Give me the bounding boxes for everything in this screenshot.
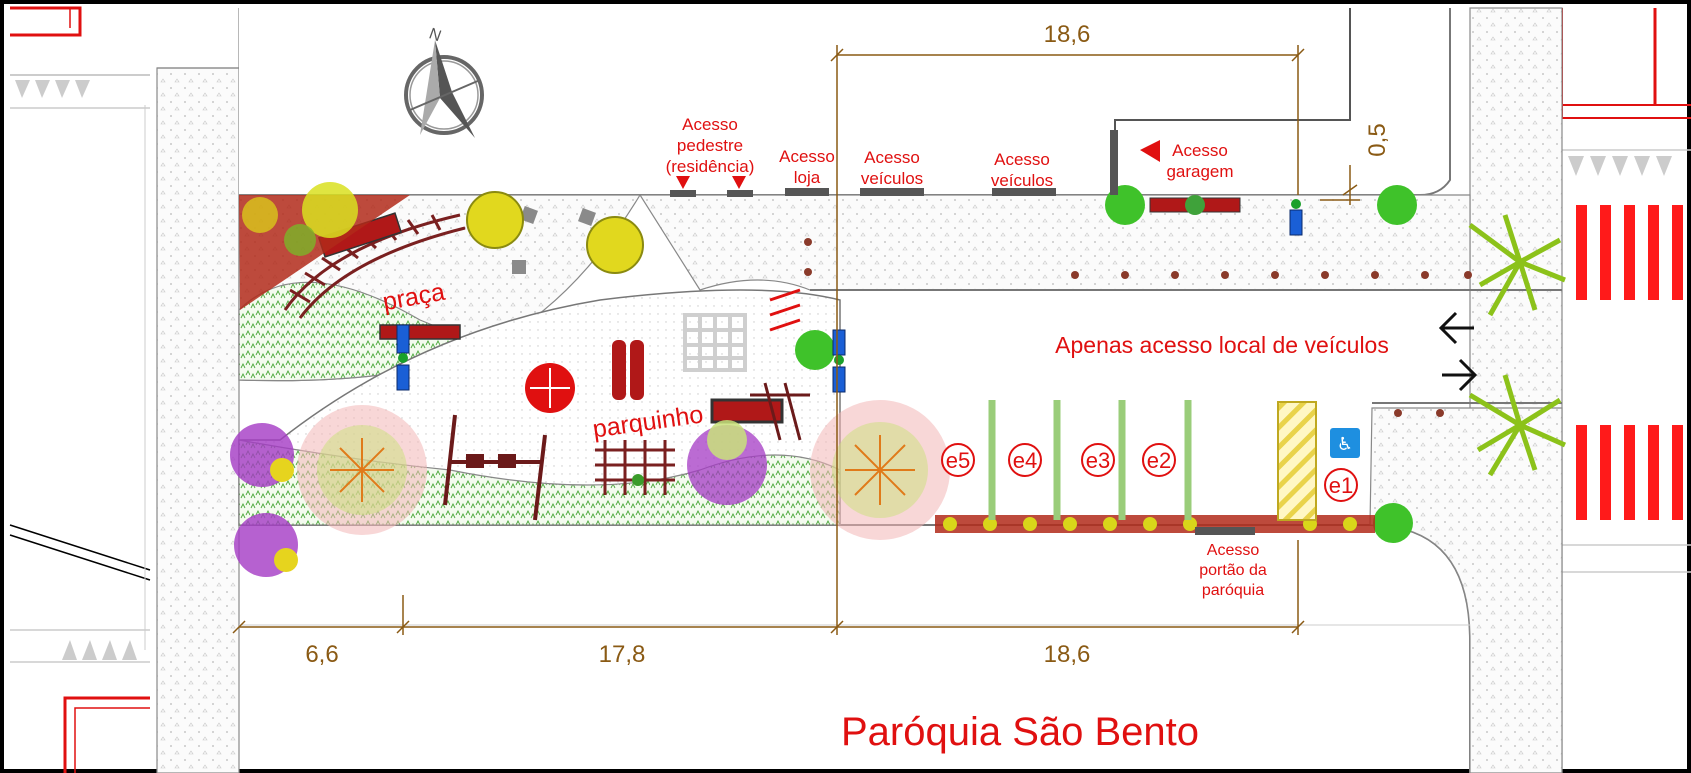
svg-text:Acesso: Acesso	[779, 147, 835, 166]
hedge-row-icon	[935, 515, 1375, 533]
dim-bottom-left: 6,6	[305, 641, 338, 668]
svg-text:Acesso: Acesso	[864, 148, 920, 167]
svg-text:portão da: portão da	[1199, 562, 1267, 579]
bench-garagem	[1149, 195, 1241, 215]
seesaw-icon	[710, 382, 810, 441]
shrub-icon	[586, 216, 644, 274]
label-paroquia: Paróquia São Bento	[841, 710, 1199, 754]
north-arrow-icon	[404, 40, 484, 138]
pedestrian-access-marker-icon	[732, 176, 746, 189]
arrow-left-icon	[1438, 311, 1474, 345]
svg-text:veículos: veículos	[861, 169, 923, 188]
spot-e2: e2	[1147, 448, 1171, 473]
slide-icon	[612, 340, 644, 400]
left-adjacent-lots	[9, 6, 151, 773]
dim-right-offset: 0,5	[1364, 123, 1391, 156]
bollards	[804, 238, 1472, 417]
label-acesso-veiculos-1: Acesso veículos	[861, 148, 923, 188]
tree-left-icon	[297, 405, 427, 535]
crosswalk-bottom	[1576, 425, 1683, 520]
dim-bottom-right: 18,6	[1044, 641, 1091, 668]
dim-bottom-mid: 17,8	[599, 641, 646, 668]
bush-icon	[1373, 503, 1413, 543]
spot-e4: e4	[1013, 448, 1037, 473]
label-acesso-garagem: Acesso garagem	[1166, 141, 1233, 181]
arrow-right-icon	[1442, 358, 1478, 392]
svg-text:garagem: garagem	[1166, 162, 1233, 181]
svg-text:Acesso: Acesso	[1207, 542, 1260, 559]
svg-text:paróquia: paróquia	[1202, 582, 1264, 599]
svg-text:veículos: veículos	[991, 171, 1053, 190]
tree-middle-icon	[810, 400, 950, 540]
flowerbed-praca-icon	[239, 182, 410, 310]
label-acesso-portao: Acesso portão da paróquia	[1199, 542, 1267, 599]
svg-text:(residência): (residência)	[666, 157, 755, 176]
purple-flowers-parquinho-icon	[687, 420, 767, 505]
svg-text:Acesso: Acesso	[1172, 141, 1228, 160]
climbing-grid-icon	[683, 313, 747, 372]
crosswalk-top	[1576, 205, 1683, 300]
north-label: N	[427, 25, 444, 45]
palm-tree-top-icon	[1468, 214, 1566, 317]
label-acesso-veiculos-2: Acesso veículos	[991, 150, 1053, 190]
left-sidewalk	[156, 67, 240, 773]
label-apenas-acesso: Apenas acesso local de veículos	[1055, 332, 1389, 358]
parking-dividers	[988, 400, 1192, 520]
garage-access-marker-icon	[1140, 140, 1160, 162]
pedestrian-access-marker-icon	[676, 176, 690, 189]
stepping-stones	[512, 206, 596, 274]
shrub-icon	[466, 191, 524, 249]
accessible-parking-hatch	[1277, 401, 1317, 521]
dimension-lines	[232, 45, 1360, 635]
traffic-arrows	[1438, 311, 1478, 392]
purple-flowers-left-icon	[230, 423, 298, 577]
spot-e1: e1	[1329, 473, 1353, 498]
bush-icon	[795, 330, 835, 370]
parking-spot-labels: e5 e4 e3 e2 e1	[941, 443, 1358, 502]
swing-icon	[443, 414, 547, 521]
palm-tree-bottom-icon	[1468, 374, 1567, 477]
top-sidewalk	[638, 194, 1471, 291]
svg-text:pedestre: pedestre	[677, 136, 743, 155]
label-acesso-loja: Acesso loja	[779, 147, 835, 187]
play-equipment	[443, 288, 810, 521]
svg-text:Acesso: Acesso	[994, 150, 1050, 169]
bush-icon	[1377, 185, 1417, 225]
svg-text:♿: ♿	[1337, 434, 1353, 455]
spot-e3: e3	[1086, 448, 1110, 473]
praca-curved-bench	[283, 212, 466, 340]
access-marks	[670, 130, 1255, 535]
bench-parquinho	[595, 440, 675, 495]
ladder-icon	[769, 288, 801, 332]
dim-top-span: 18,6	[1044, 21, 1091, 48]
label-acesso-pedestre: Acesso pedestre (residência)	[666, 115, 755, 176]
spot-e5: e5	[946, 448, 970, 473]
svg-text:loja: loja	[794, 168, 821, 187]
svg-text:Acesso: Acesso	[682, 115, 738, 134]
vegetation	[230, 182, 1567, 577]
wheelchair-sign-icon	[1330, 428, 1360, 458]
